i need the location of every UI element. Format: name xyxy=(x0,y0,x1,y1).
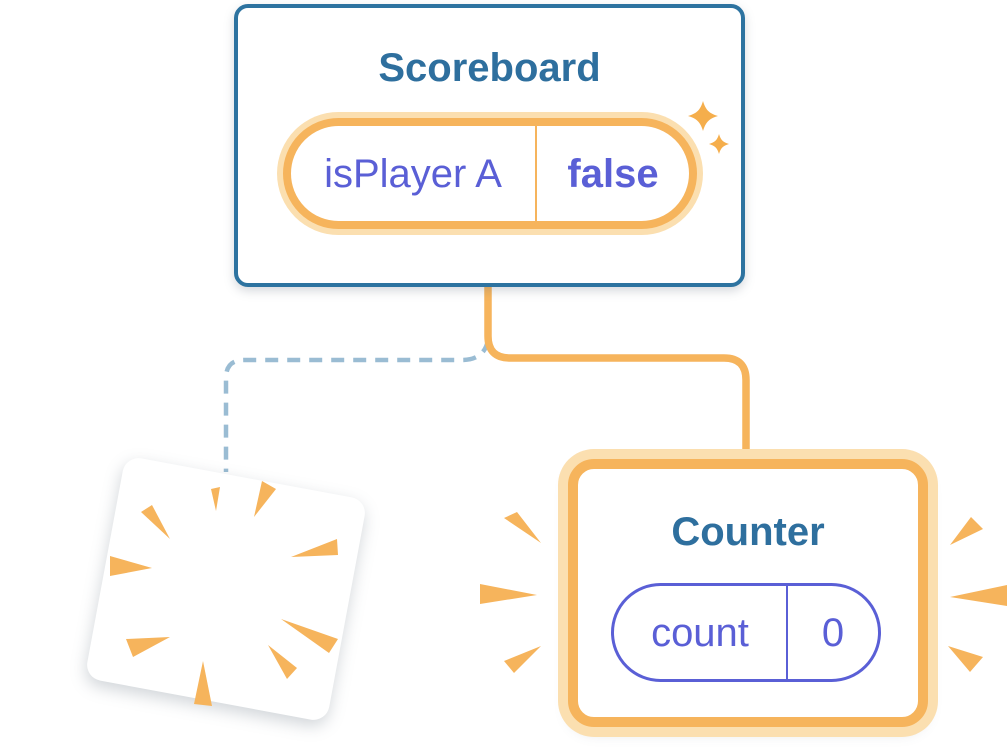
scoreboard-state-pill: isPlayer A false xyxy=(283,118,697,229)
state-key-label: count xyxy=(651,610,749,655)
scoreboard-title: Scoreboard xyxy=(378,46,601,90)
dashed-connector-to-removed xyxy=(223,339,491,472)
pill-divider xyxy=(535,126,537,221)
scoreboard-component-card: Scoreboard isPlayer A false xyxy=(234,4,745,287)
state-value-label: 0 xyxy=(821,610,845,655)
destroyed-component-card xyxy=(84,455,368,723)
pill-divider xyxy=(786,586,788,679)
solid-connector-to-counter xyxy=(484,280,750,460)
counter-state-pill: count 0 xyxy=(611,583,881,682)
state-value-label: false xyxy=(567,151,659,196)
counter-component-card: Counter count 0 xyxy=(568,459,928,727)
state-key-label: isPlayer A xyxy=(324,151,502,196)
counter-title: Counter xyxy=(671,510,825,554)
